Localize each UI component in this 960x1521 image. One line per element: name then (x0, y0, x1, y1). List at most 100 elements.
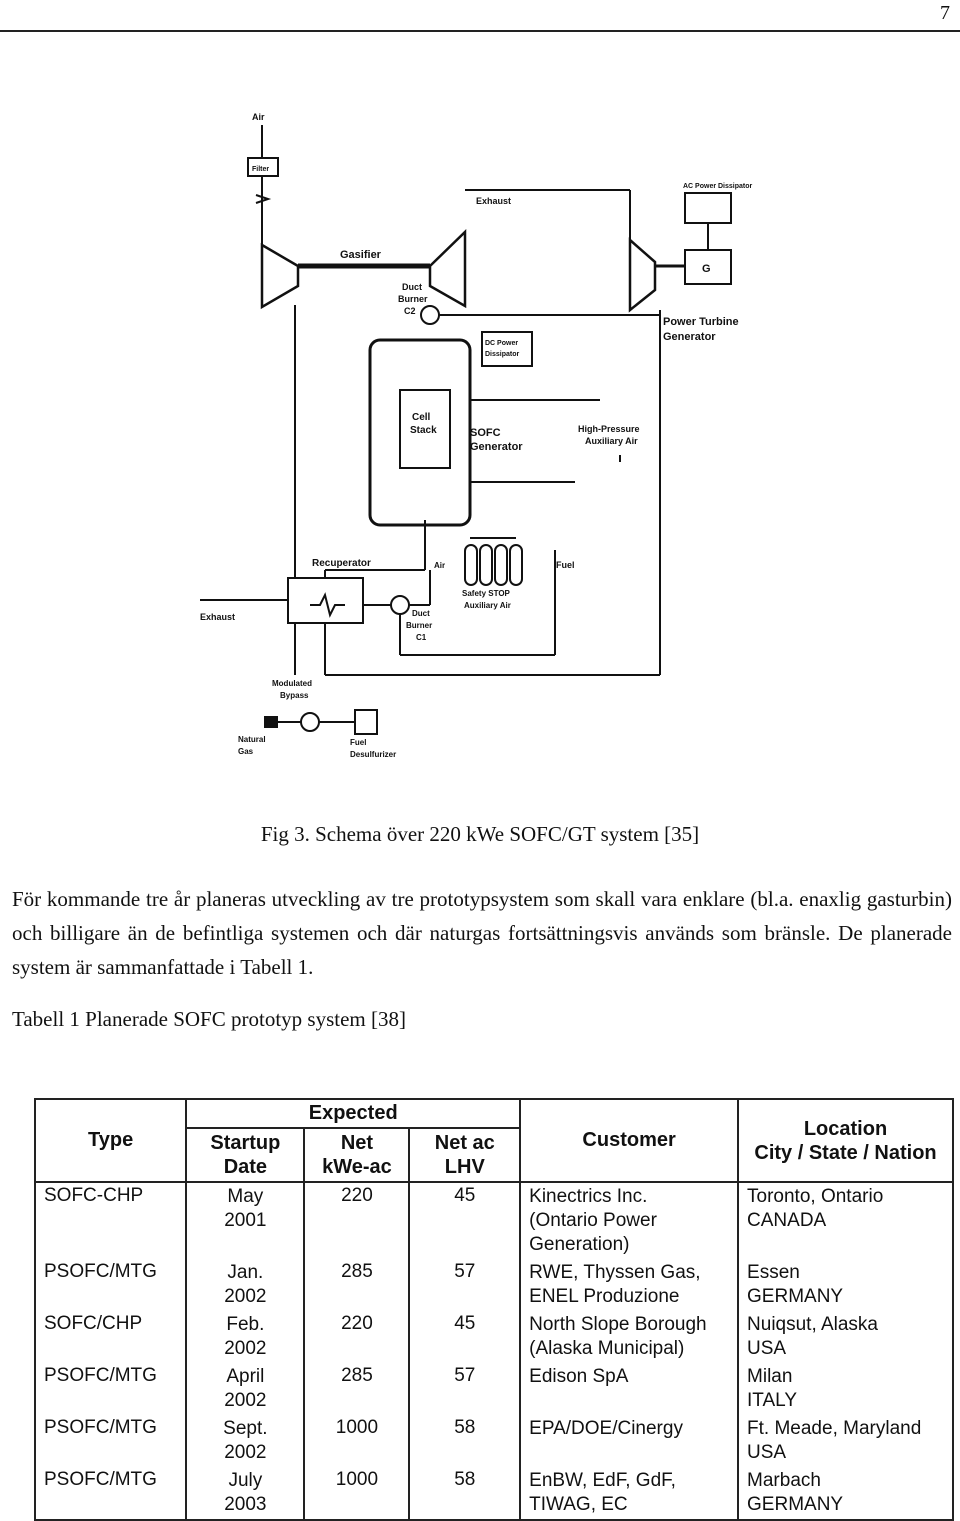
label-duct-c1-2: Burner (406, 621, 432, 630)
label-natural-gas-2: Gas (238, 747, 254, 756)
label-power-turbine-1: Power Turbine (663, 316, 739, 328)
cell-lhv: 57 (408, 1259, 522, 1311)
header-location: Location City / State / Nation (737, 1098, 954, 1183)
cell-location-2: GERMANY (747, 1286, 844, 1307)
cell-date-2: 2002 (224, 1442, 267, 1463)
cell-customer: Edison SpA (519, 1363, 740, 1415)
cell-date: Jan.2002 (185, 1259, 306, 1311)
cell-customer-1: North Slope Borough (529, 1314, 707, 1335)
label-sofc-gen-1: SOFC (470, 427, 501, 439)
label-dc-power-2: Dissipator (485, 351, 520, 358)
cell-location-1: Marbach (747, 1470, 821, 1491)
label-recuperator: Recuperator (312, 558, 371, 569)
header-net-2: kWe-ac (322, 1156, 392, 1178)
label-sofc-gen-2: Generator (470, 441, 523, 453)
table-row: SOFC/CHP Feb. 2002 220 45 North Slope Bor… (33, 1311, 954, 1363)
cell-customer-2: (Alaska Municipal) (529, 1338, 685, 1359)
cell-net: 285 (303, 1363, 411, 1415)
cell-customer-1: RWE, Thyssen Gas, (529, 1262, 701, 1283)
cell-type: SOFC/CHP (33, 1311, 188, 1363)
cell-lhv: 45 (408, 1311, 522, 1363)
cell-date-2: 2002 (224, 1390, 267, 1411)
cell-date-1: July (228, 1470, 263, 1491)
cell-date: Sept. 2002 (185, 1415, 306, 1467)
label-duct-c2-1: Duct (402, 282, 422, 292)
label-air-top: Air (252, 112, 265, 122)
cell-type: PSOFC/MTG (33, 1363, 188, 1415)
sofc-gt-schematic: Air Filter Exhaust AC Power Dissipator G… (200, 112, 753, 759)
header-rule (0, 30, 960, 32)
cell-customer-3: Generation) (529, 1234, 630, 1255)
sofc-enclosure (368, 338, 472, 527)
label-natural-gas-1: Natural (238, 735, 266, 744)
cell-customer: EnBW, EdF, GdF,TIWAG, EC (519, 1467, 740, 1521)
label-duct-c2-2: Burner (398, 294, 428, 304)
cell-customer-1: Kinectrics Inc. (529, 1186, 648, 1207)
cell-customer: RWE, Thyssen Gas, ENEL Produzione (519, 1259, 740, 1311)
desulfurizer-box (354, 709, 378, 735)
turbine-shape (428, 229, 467, 309)
label-duct-c2-3: C2 (404, 306, 416, 316)
figure-caption: Fig 3. Schema över 220 kWe SOFC/GT syste… (260, 822, 700, 846)
page-number: 7 (940, 2, 950, 24)
cell-type: SOFC-CHP (33, 1182, 188, 1259)
cell-date: Feb. 2002 (185, 1311, 306, 1363)
cell-date-2: 2002 (224, 1338, 267, 1359)
cell-stack-box (399, 389, 451, 469)
label-high-pressure-1: High-Pressure (578, 424, 640, 434)
label-high-pressure-2: Auxiliary Air (585, 436, 638, 446)
header-netac: Net ac LHV (408, 1127, 522, 1183)
cell-location-1: Milan (747, 1366, 793, 1387)
header-netac-1: Net ac (434, 1132, 495, 1154)
cell-date-2: 2001 (224, 1210, 267, 1231)
cell-date-1: Sept. (223, 1418, 268, 1439)
label-ac-power: AC Power Dissipator (683, 183, 753, 190)
cell-net: 1000 (303, 1467, 411, 1521)
cell-date-1: April (226, 1366, 265, 1387)
header-startup: Startup Date (185, 1127, 306, 1183)
cell-type: PSOFC/MTG (33, 1259, 188, 1311)
cell-customer: North Slope Borough (Alaska Municipal) (519, 1311, 740, 1363)
cell-customer-2: (Ontario Power (529, 1210, 657, 1231)
cell-location-1: Essen (747, 1262, 800, 1283)
header-location-2: City / State / Nation (754, 1141, 937, 1164)
cell-date-1: Feb. (226, 1314, 265, 1335)
cell-net: 220 (303, 1182, 411, 1259)
cell-location-1: Nuiqsut, Alaska (747, 1314, 878, 1335)
body-paragraph: För kommande tre år planeras utveckling … (12, 887, 952, 979)
cell-customer-2: ENEL Produzione (529, 1286, 680, 1307)
cell-type: PSOFC/MTG (33, 1415, 188, 1467)
duct-burner-c2 (420, 305, 440, 325)
cell-location-2: USA (747, 1442, 787, 1463)
cell-location-2: ITALY (747, 1390, 798, 1411)
cell-lhv: 57 (408, 1363, 522, 1415)
cell-location-2: USA (747, 1338, 787, 1359)
label-air-mid: Air (434, 561, 445, 570)
cell-customer-1: EPA/DOE/Cinergy (529, 1418, 683, 1439)
prototype-table: Type Expected Customer Location City / S… (33, 1098, 954, 1521)
cell-type: PSOFC/MTG (33, 1467, 188, 1521)
fuel-compressor (300, 712, 320, 732)
cell-net: 220 (303, 1311, 411, 1363)
cell-lhv: 45 (408, 1182, 522, 1259)
label-power-turbine-2: Generator (663, 331, 716, 343)
header-net-1: Net (340, 1132, 374, 1154)
cell-customer-1: Edison SpA (529, 1366, 629, 1387)
header-startup-2: Date (223, 1156, 268, 1178)
label-safety-stop-2: Auxiliary Air (464, 601, 511, 610)
header-expected: Expected (185, 1098, 522, 1129)
cell-date-1: Jan. (227, 1262, 264, 1283)
cell-location-2: GERMANY (747, 1494, 844, 1515)
label-cell-stack-1: Cell (412, 412, 431, 423)
cell-location-2: CANADA (747, 1210, 827, 1231)
cell-customer-1: EnBW, EdF, GdF, (529, 1470, 676, 1491)
header-location-1: Location (803, 1117, 888, 1140)
